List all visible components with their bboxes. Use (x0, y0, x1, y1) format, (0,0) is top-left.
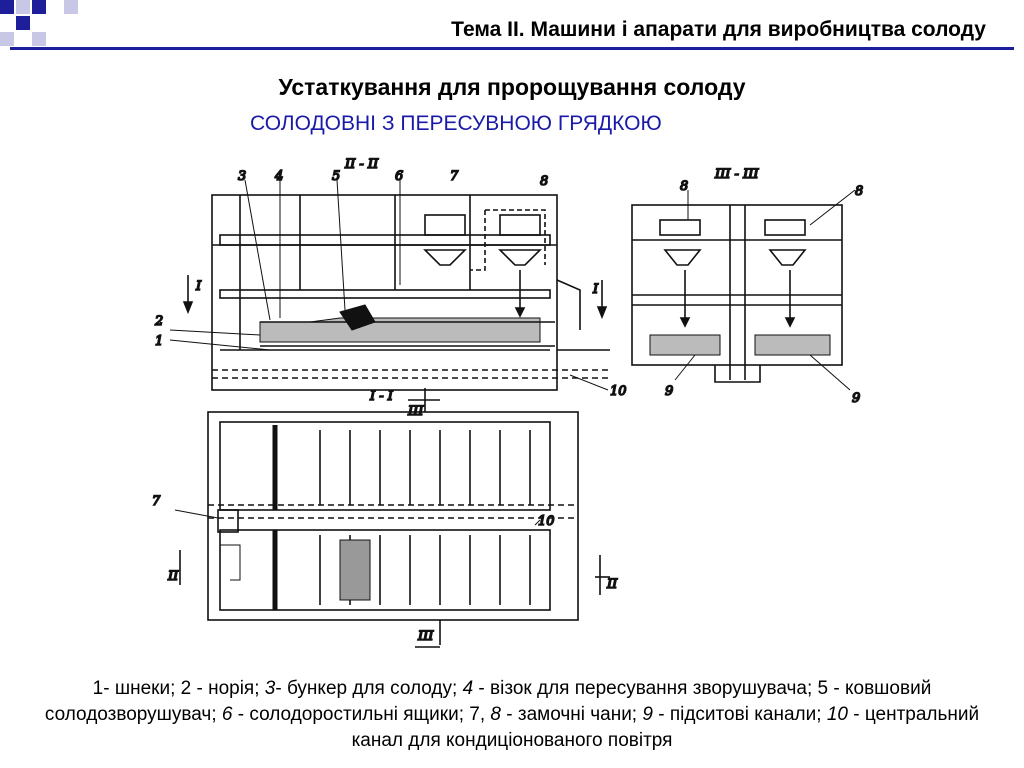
callout-8-right-b: 8 (855, 184, 863, 199)
section-label-iii-iii: ІІІ - ІІІ (714, 167, 759, 182)
caption-part: - візок для пересування зворушувача; 5 -… (44, 678, 932, 725)
caption-number: 10 (826, 704, 848, 725)
cut-label-iii-top: ІІІ (407, 404, 424, 419)
malting-equipment-drawing: ІІ - ІІ ІІІ - ІІІ І - І І І ІІІ ІІ ІІ ІІ… (151, 156, 864, 648)
caption-number: 9 (642, 704, 653, 725)
section-iii-iii (631, 189, 856, 391)
callout-6: 6 (395, 169, 403, 184)
callout-2: 2 (154, 314, 163, 329)
caption-part: - центральний канал для кондиціонованого… (351, 704, 980, 751)
callout-7: 7 (450, 169, 459, 184)
callout-3: 3 (238, 169, 246, 184)
caption-part: - замочні чани; (500, 704, 643, 725)
slide-title: Устаткування для пророщування солоду (278, 74, 746, 100)
callout-7-plan: 7 (152, 494, 161, 509)
slide-subtitle: СОЛОДОВНІ З ПЕРЕСУВНОЮ ГРЯДКОЮ (250, 112, 662, 135)
corner-decoration (0, 0, 78, 46)
cut-label-i-right: І (592, 282, 599, 297)
caption-number: 8 (490, 704, 501, 725)
callout-4: 4 (274, 169, 283, 184)
header-title: Тема ІІ. Машини і апарати для виробництв… (451, 18, 986, 41)
cut-label-ii-left: ІІ (167, 569, 179, 584)
cut-label-ii-right: ІІ (606, 577, 618, 592)
callout-9-right-b: 9 (852, 391, 860, 406)
caption-number: 4 (462, 678, 474, 699)
callout-10-plan: 10 (538, 514, 555, 529)
callout-5: 5 (332, 169, 340, 184)
section-label-ii-ii: ІІ - ІІ (344, 157, 379, 172)
callout-1: 1 (155, 334, 163, 349)
caption-part: 1- шнеки; 2 - норія; (92, 678, 265, 699)
cut-label-i-left: І (195, 279, 202, 294)
caption-part: - підситові канали; (652, 704, 827, 725)
plan-i-i (174, 388, 610, 648)
callout-9-right-a: 9 (665, 384, 673, 399)
figure-caption: 1- шнеки; 2 - норія; 3- бункер для солод… (40, 676, 984, 754)
callout-8: 8 (540, 174, 548, 189)
section-label-i-i: І - І (369, 389, 394, 404)
caption-number: 6 (221, 704, 233, 725)
header-divider (10, 47, 1014, 50)
cut-label-iii-bottom: ІІІ (417, 629, 434, 644)
section-ii-ii (169, 179, 610, 391)
callout-8-right-a: 8 (680, 179, 688, 194)
caption-number: 3 (264, 678, 276, 699)
callout-10: 10 (610, 384, 627, 399)
caption-part: - солодоростильні ящики; 7, (232, 704, 491, 725)
caption-part: - бункер для солоду; (275, 678, 463, 699)
